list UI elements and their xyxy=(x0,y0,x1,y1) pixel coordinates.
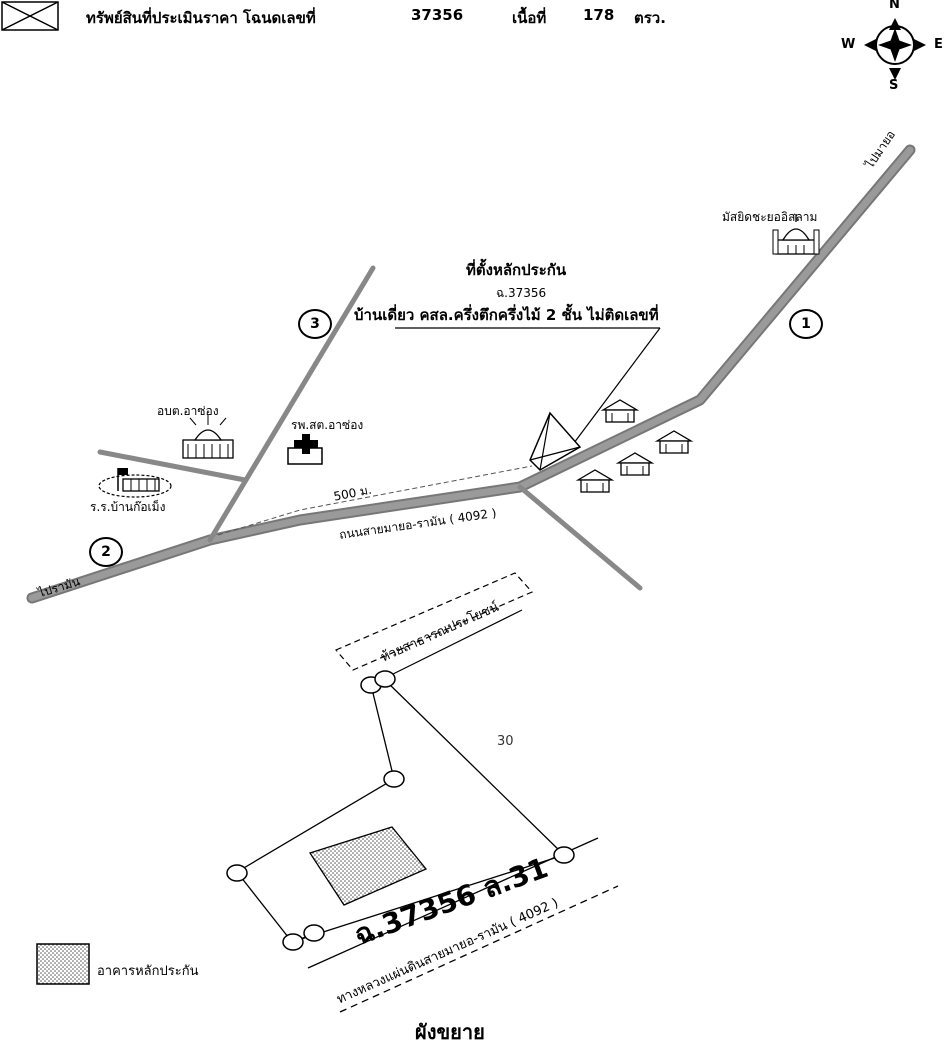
header-area-label: เนื้อที่ xyxy=(512,9,547,27)
highway-edge-dashed xyxy=(339,885,619,1013)
side-length-label: 30 xyxy=(497,734,514,749)
detail-map-title: ผังขยาย xyxy=(415,1020,485,1044)
distance-line xyxy=(217,465,533,536)
compass-east: E xyxy=(934,37,943,52)
government-office-icon xyxy=(182,415,234,459)
school-icon xyxy=(98,468,172,498)
house-icon xyxy=(575,469,615,493)
compass-west: W xyxy=(841,37,856,52)
boundary-marker xyxy=(226,670,575,951)
compass-north: N xyxy=(889,0,900,12)
route-marker-1: 1 xyxy=(789,309,823,339)
side-roads xyxy=(97,265,643,591)
house-icon xyxy=(600,399,640,423)
house-icon xyxy=(654,430,694,454)
header-deed-number: 37356 xyxy=(411,6,464,24)
mosque-label: มัสยิดชะยออิสลาม xyxy=(722,210,818,224)
legend-swatch xyxy=(36,943,90,985)
highway-edge xyxy=(307,837,599,969)
crossed-box-icon xyxy=(1,1,59,31)
school-label: ร.ร.บ้านก๊อเม็ง xyxy=(90,500,166,514)
header-area-value: 178 xyxy=(583,6,615,24)
compass-icon xyxy=(864,18,926,80)
collateral-building xyxy=(308,826,428,906)
health-center-label: รพ.สต.อาซ่อง xyxy=(291,418,364,432)
collateral-desc: บ้านเดี่ยว คสล.ครึ่งตึกครึ่งไม้ 2 ชั้น ไ… xyxy=(354,306,659,324)
health-center-icon xyxy=(287,434,323,465)
main-road xyxy=(26,144,916,604)
route-marker-2: 2 xyxy=(89,537,123,567)
header-area-unit: ตรว. xyxy=(634,9,666,27)
legend-building-label: อาคารหลักประกัน xyxy=(97,964,199,979)
compass-south: S xyxy=(889,78,899,93)
canal-outline xyxy=(335,572,534,671)
house-icon xyxy=(615,452,655,476)
collateral-title: ที่ตั้งหลักประกัน xyxy=(466,261,567,279)
collateral-pointer xyxy=(395,327,661,471)
sao-label: อบต.อาซ่อง xyxy=(157,404,219,418)
collateral-deed: ฉ.37356 xyxy=(496,286,547,300)
mosque-icon xyxy=(772,214,820,255)
canal-line xyxy=(384,609,523,679)
header-subject: ทรัพย์สินที่ประเมินราคา โฉนดเลขที่ xyxy=(86,9,316,27)
route-marker-3: 3 xyxy=(298,309,332,339)
